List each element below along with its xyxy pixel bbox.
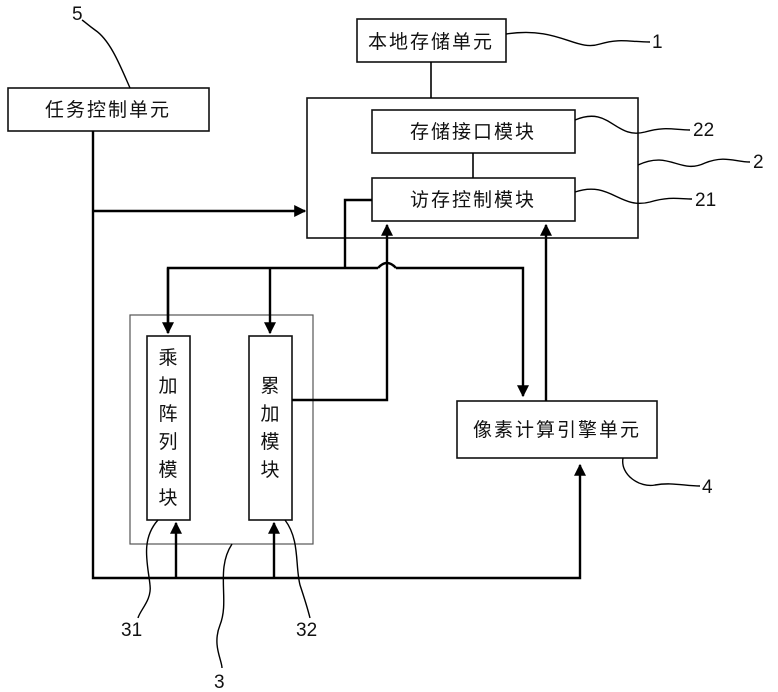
ref-1-leader bbox=[505, 31, 651, 47]
task-control-label: 任务控制单元 bbox=[45, 99, 171, 121]
accumulate-char-4: 块 bbox=[260, 459, 279, 481]
local-storage-box bbox=[356, 18, 507, 63]
access-control-label: 访存控制模块 bbox=[410, 189, 536, 211]
mac-array-char-4: 列 bbox=[158, 431, 177, 453]
accumulate-box bbox=[248, 335, 293, 521]
accumulate-char-1: 累 bbox=[260, 375, 279, 397]
task-control-box bbox=[7, 87, 210, 132]
data-bus-right bbox=[396, 266, 529, 398]
ref-31-leader bbox=[137, 519, 159, 619]
accumulate-char-3: 模 bbox=[260, 431, 279, 453]
ref-22-leader bbox=[574, 115, 691, 134]
ref-31: 31 bbox=[121, 620, 142, 641]
pixel-engine-label: 像素计算引擎单元 bbox=[473, 419, 641, 441]
ref-21-leader bbox=[574, 188, 693, 205]
ref-5-leader bbox=[81, 19, 131, 89]
ref-3-leader bbox=[216, 543, 233, 669]
ref-4-leader bbox=[622, 457, 701, 487]
accumulate-to-access-arrow bbox=[292, 223, 393, 402]
mac-array-char-1: 乘 bbox=[158, 347, 177, 369]
ref-1: 1 bbox=[652, 32, 663, 53]
mac-array-char-5: 模 bbox=[158, 459, 177, 481]
data-bus-left bbox=[166, 266, 378, 333]
compute-group-box bbox=[129, 314, 314, 545]
pixel-engine-box bbox=[456, 400, 658, 459]
ref-2: 2 bbox=[753, 152, 764, 173]
ref-32: 32 bbox=[296, 620, 317, 641]
ref-5: 5 bbox=[72, 4, 83, 25]
local-storage-label: 本地存储单元 bbox=[368, 31, 494, 53]
storage-interface-box bbox=[371, 109, 576, 154]
ref-3: 3 bbox=[214, 672, 225, 692]
ref-21: 21 bbox=[695, 190, 716, 211]
access-to-data-bus bbox=[343, 198, 372, 268]
accumulate-char-2: 加 bbox=[260, 403, 279, 425]
mac-array-char-3: 阵 bbox=[158, 403, 177, 425]
access-control-box bbox=[371, 177, 576, 222]
mac-array-char-2: 加 bbox=[158, 375, 177, 397]
mac-array-char-6: 块 bbox=[158, 487, 177, 509]
ref-2-leader bbox=[637, 158, 751, 168]
ref-4: 4 bbox=[702, 477, 713, 498]
ref-22: 22 bbox=[693, 120, 714, 141]
ref-32-leader bbox=[284, 519, 311, 619]
task-control-trunk bbox=[91, 131, 586, 580]
mac-array-box bbox=[146, 335, 191, 521]
storage-interface-label: 存储接口模块 bbox=[410, 121, 536, 143]
